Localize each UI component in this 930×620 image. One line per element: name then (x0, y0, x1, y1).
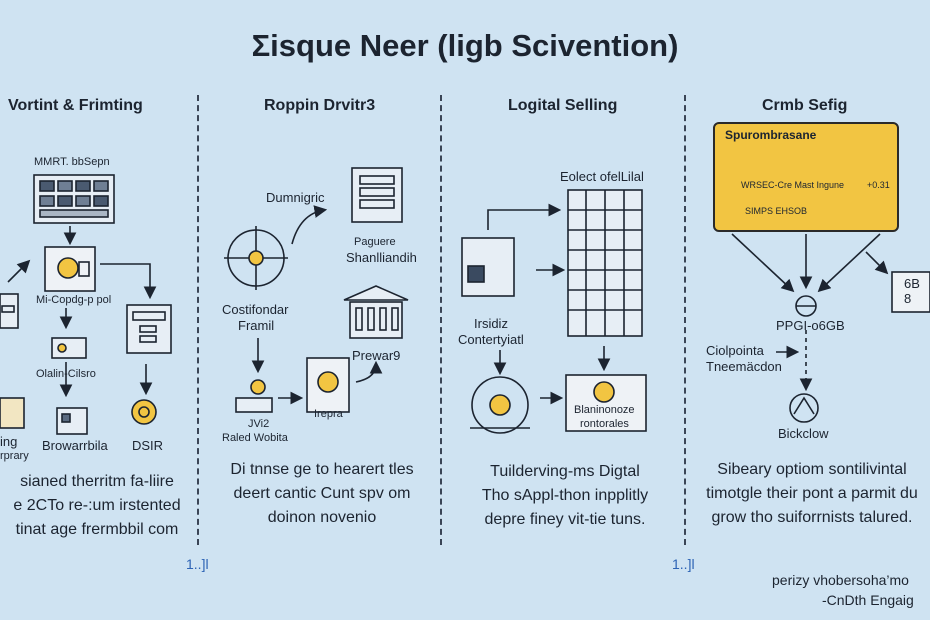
card-title: Spurombrasane (725, 128, 817, 142)
server-box-icon (126, 304, 172, 354)
folder-stack-icon (351, 167, 403, 223)
column-description: Sibeary optiom sontilivintal timotgle th… (696, 458, 928, 530)
description-line: timotgle their pont a parmit du (706, 485, 918, 502)
node-label: MMRT. bbSepn (34, 156, 110, 168)
node-label: Shanlliandih (346, 250, 417, 265)
node-label: JVi2 (248, 418, 270, 430)
grid-table-icon (567, 189, 643, 337)
printer-icon (0, 293, 19, 329)
coin-box-icon (44, 246, 96, 292)
node-label: Mi-Copdg-p pol (36, 294, 112, 306)
description-line: depre finey vit-tie tuns. (484, 511, 646, 528)
column-heading: Crmb Sefig (762, 97, 848, 114)
description-line: Di tnnse ge to hearert tles (230, 461, 414, 478)
node-label: Tneemäcdon (706, 359, 782, 374)
page-number: 1..]l (672, 556, 695, 572)
node-label: Browarrbila (42, 438, 108, 453)
node-label: rprary (0, 450, 29, 462)
node-label: Eolect ofelLilal (560, 169, 644, 184)
column-description: sianed therritm fa-liire e 2CTo re-:um i… (2, 470, 192, 542)
wallet-icon (235, 379, 273, 413)
column-divider (440, 95, 442, 545)
column-heading: Roppin Drvitr3 (264, 97, 376, 114)
column-description: Di tnnse ge to hearert tles deert cantic… (210, 458, 434, 530)
description-line: Sibeary optiom sontilivintal (717, 461, 907, 478)
node-label: Dumnigric (266, 190, 325, 205)
card-value: +0.31 (867, 180, 890, 190)
node-label: rontorales (580, 418, 629, 430)
invoice-icon (0, 397, 88, 435)
node-label: Paguere (354, 236, 396, 248)
description-line: tinat age frermbbil com (15, 521, 179, 538)
compass-icon (224, 226, 288, 290)
node-label: 6B (904, 276, 920, 291)
column-divider (197, 95, 199, 545)
node-label: PPGI-o6GB (776, 318, 845, 333)
node-label: Bickclow (778, 426, 829, 441)
diagram-title: Σisque Neer (ligb Scivention) (251, 28, 679, 63)
bicycle-icon (789, 393, 819, 423)
node-label: Costifondar (222, 302, 289, 317)
card-row: SIMPS EHSOB (745, 206, 808, 216)
page-number: 1..]l (186, 556, 209, 572)
bank-icon (343, 285, 409, 339)
gallery-grid-icon (33, 174, 115, 224)
column-description: Tuilderving-ms Digtal Tho sAppl-thon inp… (452, 460, 678, 532)
node-label: Prewar9 (352, 348, 401, 363)
gear-badge-icon (131, 399, 157, 425)
description-line: Tuilderving-ms Digtal (490, 463, 640, 480)
description-line: Tho sAppl-thon inpplitly (481, 487, 649, 504)
tablet-icon (461, 237, 515, 297)
description-line: doinon novenio (267, 509, 377, 526)
node-label: Blaninonoze (574, 404, 635, 416)
coin-window-icon (565, 374, 647, 432)
node-label: Irsidiz (474, 316, 508, 331)
column-divider (684, 95, 686, 545)
node-label: Contertyiatl (458, 332, 524, 347)
card-row: WRSEC-Cre Mast Ingune (741, 180, 845, 190)
node-label: Olalin-Cilsro (36, 368, 96, 380)
description-line: grow tho suiforrnists talured. (711, 509, 913, 526)
coin-card-icon (306, 357, 350, 413)
node-label: Irepra (314, 408, 343, 420)
column-heading: Vortint & Frimting (8, 97, 143, 114)
node-label: DSIR (132, 438, 164, 453)
column-heading: Logital Selling (508, 97, 618, 114)
node-label: Framil (238, 318, 275, 333)
network-hub-icon (470, 376, 530, 434)
node-label: Raled Wobita (222, 432, 288, 444)
description-line: deert cantic Cunt spv om (233, 485, 411, 502)
footer-line: perizy vhobersoha’mo (772, 572, 909, 588)
node-label: ing (0, 434, 18, 449)
description-line: e 2CTo re-:um irstented (13, 497, 181, 514)
description-line: sianed therritm fa-liire (20, 473, 174, 490)
footer-line: -CnDth Engaig (822, 592, 914, 608)
document-icon (51, 337, 87, 359)
globe-icon (795, 295, 817, 317)
cloud-icon (891, 271, 930, 313)
node-label: 8 (904, 291, 912, 306)
node-label: Ciolpointa (706, 343, 764, 358)
yellow-summary-card: Spurombrasane WRSEC-Cre Mast Ingune SIMP… (713, 122, 899, 232)
